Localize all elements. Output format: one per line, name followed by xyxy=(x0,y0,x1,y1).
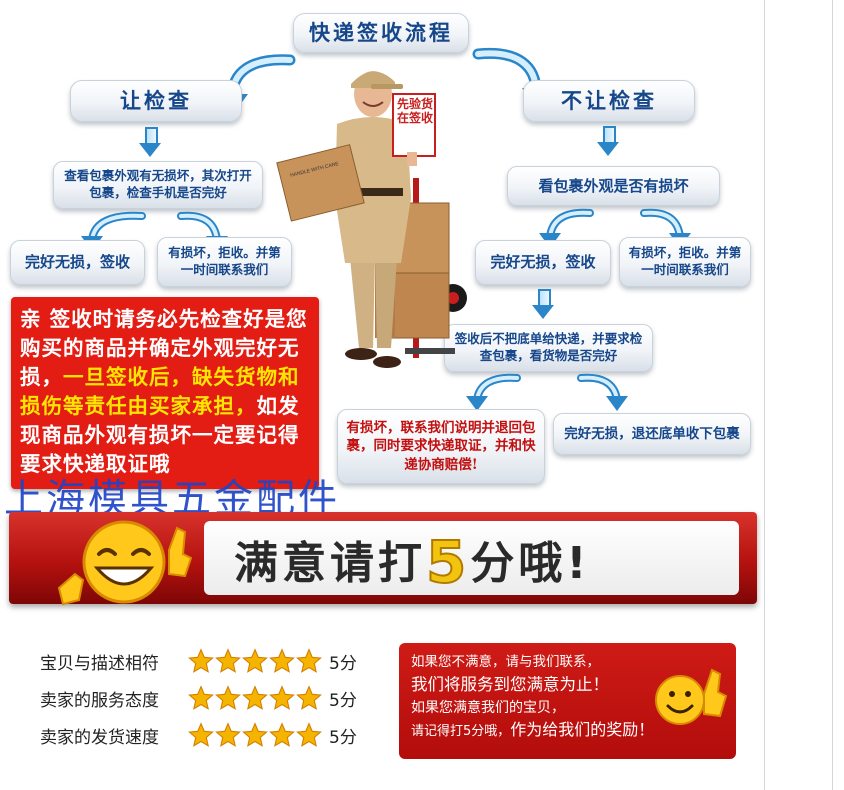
feedback-line: 我们将服务到您满意为止！ xyxy=(411,675,609,694)
rating-banner: 满意请打5分哦! xyxy=(9,512,757,606)
rating-label: 卖家的发货速度 xyxy=(40,727,159,748)
banner-text-suffix: 分哦! xyxy=(470,538,591,589)
inspect-damaged: 有损坏，拒收。并第一时间联系我们 xyxy=(157,237,292,287)
curved-arrow-icon xyxy=(466,373,521,411)
rating-stars xyxy=(188,722,322,748)
no-inspect-step: 看包裹外观是否有损坏 xyxy=(507,166,720,206)
thumbs-up-smiley-icon xyxy=(57,520,193,606)
star-icon xyxy=(296,648,322,673)
courier-sign-text: 先验货 在签收 xyxy=(396,97,433,125)
notice-highlight: 一旦签收后，缺失货物和损伤等责任由买家承担， xyxy=(20,365,300,418)
branch-inspect-header: 让检查 xyxy=(70,80,242,122)
star-icon xyxy=(188,685,214,710)
feedback-line: 请记得打5分哦，作为给我们的奖励！ xyxy=(411,719,724,743)
thumbs-up-smiley-icon xyxy=(655,668,728,725)
flow-title: 快递签收流程 xyxy=(293,13,469,53)
star-icon xyxy=(242,685,268,710)
banner-text: 满意请打5分哦! xyxy=(234,527,591,597)
curved-arrow-icon xyxy=(577,373,628,411)
star-icon xyxy=(296,722,322,747)
rating-row: 卖家的服务态度 5分 xyxy=(40,684,357,712)
star-icon xyxy=(269,722,295,747)
inspect-ok: 完好无损，签收 xyxy=(10,240,145,285)
banner-number: 5 xyxy=(425,527,471,597)
star-icon xyxy=(215,648,241,673)
star-icon xyxy=(188,648,214,673)
feedback-line-suffix: 作为给我们的奖励！ xyxy=(510,720,655,739)
after-sign-step: 签收后不把底单给快递，并要求检查包裹，看货物是否完好 xyxy=(444,324,653,372)
sign-notice: 亲 签收时请务必先检查好是您购买的商品并确定外观完好无损，一旦签收后，缺失货物和… xyxy=(11,297,319,489)
star-icon xyxy=(242,722,268,747)
notice-text: 如发现商品外观有损坏一定要记得要求快递取证哦 xyxy=(20,394,300,476)
banner-panel: 满意请打5分哦! xyxy=(204,521,739,597)
star-icon xyxy=(215,722,241,747)
banner-text-prefix: 满意请打 xyxy=(234,538,426,589)
notice-text: 亲 签收时请务必先检查好是您购买的商品并确定外观完好无损， xyxy=(20,307,308,389)
rating-score: 5分 xyxy=(329,653,357,674)
feedback-line-prefix: 请记得打5分哦， xyxy=(411,724,511,739)
star-icon xyxy=(269,648,295,673)
down-arrow-icon xyxy=(139,127,161,159)
after-sign-ok: 完好无损，退还底单收下包裹 xyxy=(553,413,751,455)
rating-label: 卖家的服务态度 xyxy=(40,690,159,711)
star-icon xyxy=(242,648,268,673)
rating-stars xyxy=(188,648,322,674)
frame-divider xyxy=(832,0,833,790)
no-inspect-damaged: 有损坏，拒收。并第一时间联系我们 xyxy=(619,237,751,287)
star-icon xyxy=(269,685,295,710)
feedback-line: 如果您不满意，请与我们联系， xyxy=(411,654,600,670)
down-arrow-icon xyxy=(532,289,554,321)
frame-divider xyxy=(764,0,765,790)
courier-illustration: HANDLE WITH CARE xyxy=(276,71,467,368)
after-sign-damaged: 有损坏，联系我们说明并退回包裹，同时要求快递取证，并和快递协商赔偿! xyxy=(337,409,545,484)
rating-stars xyxy=(188,685,322,711)
star-icon xyxy=(215,685,241,710)
star-icon xyxy=(188,722,214,747)
no-inspect-ok: 完好无损，签收 xyxy=(475,240,611,285)
branch-no-inspect-header: 不让检查 xyxy=(523,80,695,122)
down-arrow-icon xyxy=(597,126,619,158)
feedback-line: 如果您满意我们的宝贝， xyxy=(411,700,565,716)
rating-label: 宝贝与描述相符 xyxy=(40,653,159,674)
rating-score: 5分 xyxy=(329,727,357,748)
rating-row: 卖家的发货速度 5分 xyxy=(40,721,357,749)
rating-score: 5分 xyxy=(329,690,357,711)
rating-row: 宝贝与描述相符 5分 xyxy=(40,647,357,675)
star-icon xyxy=(296,685,322,710)
inspect-step: 查看包裹外观有无损坏，其次打开包裹，检查手机是否完好 xyxy=(53,161,263,209)
